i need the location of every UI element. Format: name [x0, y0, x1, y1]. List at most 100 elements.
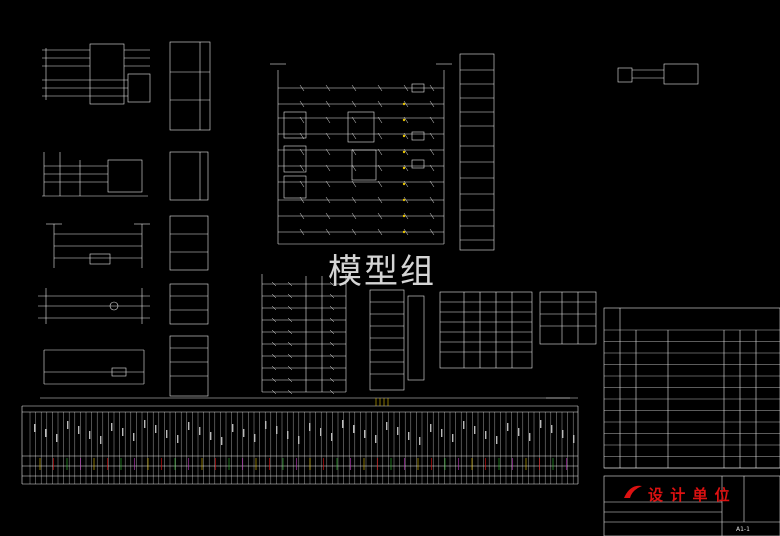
terminal-label-mark — [133, 433, 135, 441]
terminal-label-mark — [122, 428, 124, 436]
wire-segment — [271, 365, 277, 371]
wire-segment — [403, 116, 409, 124]
wire-segment — [325, 116, 331, 124]
wire-segment — [329, 329, 335, 335]
terminal-label-mark — [441, 429, 443, 437]
legend-table-e — [169, 335, 209, 397]
terminal-label-mark — [364, 430, 366, 438]
wire-segment — [377, 212, 383, 220]
terminal-label-mark — [34, 424, 36, 432]
terminal-label-mark — [386, 422, 388, 430]
lower-description-column — [369, 289, 425, 391]
wire-segment — [329, 341, 335, 347]
legend-table-c — [169, 215, 209, 271]
terminal-label-mark — [507, 423, 509, 431]
wire-segment — [377, 228, 383, 236]
wire-segment — [271, 341, 277, 347]
logo-mark-icon — [624, 485, 642, 498]
terminal-label-mark — [353, 425, 355, 433]
wire-segment — [299, 212, 305, 220]
wire-segment — [299, 164, 305, 172]
terminal-label-mark — [221, 437, 223, 445]
terminal-label-mark — [166, 430, 168, 438]
wire-segment — [403, 132, 409, 140]
wire-segment — [299, 116, 305, 124]
switch-table-1 — [439, 291, 533, 369]
wire-segment — [287, 305, 293, 311]
junction-dot — [402, 150, 406, 154]
wire-segment — [377, 132, 383, 140]
terminal-label-mark — [144, 420, 146, 428]
wire-segment — [271, 389, 277, 395]
wire-segment — [429, 180, 435, 188]
wire-segment — [377, 180, 383, 188]
terminal-label-mark — [540, 420, 542, 428]
terminal-label-mark — [89, 431, 91, 439]
junction-dot — [402, 198, 406, 202]
terminal-label-mark — [188, 422, 190, 430]
wire-segment — [299, 228, 305, 236]
right-description-column — [459, 53, 495, 251]
wire-segment — [377, 100, 383, 108]
wire-segment — [329, 281, 335, 287]
terminal-label-mark — [56, 434, 58, 442]
terminal-label-mark — [397, 427, 399, 435]
terminal-label-mark — [111, 423, 113, 431]
terminal-label-mark — [155, 425, 157, 433]
wire-segment — [325, 164, 331, 172]
wire-segment — [325, 212, 331, 220]
wire-segment — [287, 377, 293, 383]
wire-segment — [325, 84, 331, 92]
wire-segment — [299, 132, 305, 140]
wire-segment — [403, 100, 409, 108]
wire-segment — [429, 212, 435, 220]
legend-table-a — [169, 41, 211, 131]
relay-block-1 — [42, 43, 151, 105]
terminal-label-mark — [551, 425, 553, 433]
terminal-label-mark — [430, 424, 432, 432]
wire-segment — [287, 317, 293, 323]
wire-segment — [377, 164, 383, 172]
wire-segment — [287, 341, 293, 347]
wire-segment — [351, 228, 357, 236]
terminal-label-mark — [309, 423, 311, 431]
wire-segment — [429, 196, 435, 204]
wire-segment — [271, 353, 277, 359]
wire-segment — [403, 148, 409, 156]
wire-segment — [351, 100, 357, 108]
wire-segment — [287, 389, 293, 395]
terminal-label-mark — [463, 421, 465, 429]
drawing-number: A1-1 — [736, 526, 750, 533]
terminal-label-mark — [276, 426, 278, 434]
terminal-label-mark — [45, 429, 47, 437]
terminal-label-mark — [287, 431, 289, 439]
terminal-strip — [21, 397, 579, 485]
wire-segment — [325, 148, 331, 156]
terminal-label-mark — [243, 429, 245, 437]
terminal-label-mark — [375, 435, 377, 443]
junction-dot — [402, 134, 406, 138]
terminal-label-mark — [562, 430, 564, 438]
wire-segment — [351, 212, 357, 220]
legend-table-b — [169, 151, 209, 201]
wire-segment — [351, 148, 357, 156]
control-circuit-1 — [46, 223, 150, 268]
wire-segment — [287, 281, 293, 287]
switch-table-2 — [539, 291, 597, 345]
ladder-diagram-top — [270, 63, 452, 245]
wire-segment — [271, 317, 277, 323]
terminal-label-mark — [199, 427, 201, 435]
junction-dot — [402, 102, 406, 106]
wire-segment — [325, 228, 331, 236]
wire-segment — [271, 377, 277, 383]
terminal-label-mark — [419, 437, 421, 445]
wire-segment — [403, 196, 409, 204]
wire-segment — [377, 116, 383, 124]
wire-segment — [287, 293, 293, 299]
wire-segment — [325, 132, 331, 140]
wire-segment — [329, 389, 335, 395]
wire-segment — [429, 164, 435, 172]
wire-segment — [403, 84, 409, 92]
junction-dot — [402, 214, 406, 218]
wire-segment — [299, 148, 305, 156]
